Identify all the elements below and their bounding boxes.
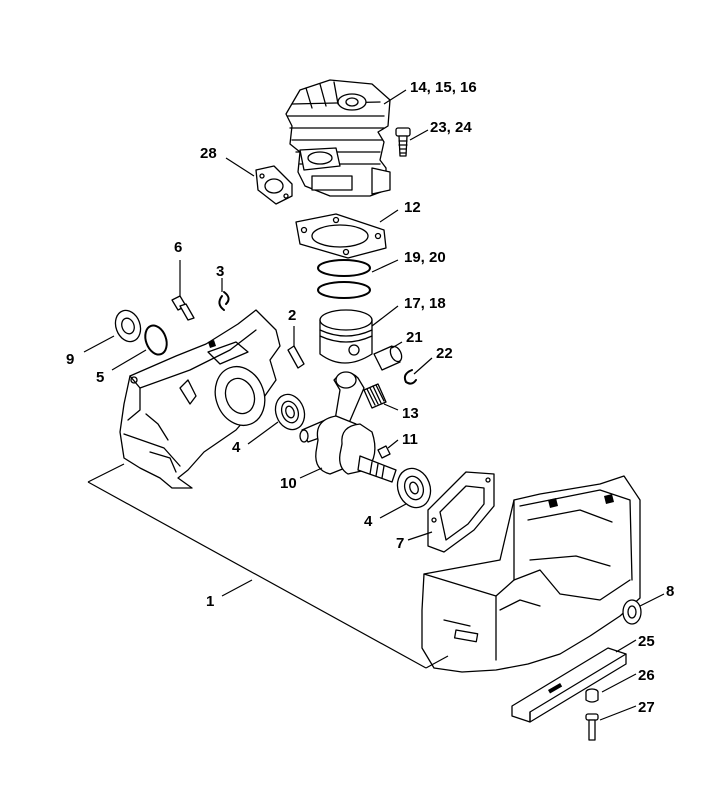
callout-23-24: 23, 24 [430,119,472,136]
callout-4-left: 4 [232,439,241,456]
callout-7: 7 [396,535,404,552]
callout-22: 22 [436,345,453,362]
callout-14-15-16: 14, 15, 16 [410,79,477,96]
callout-25: 25 [638,633,655,650]
callout-19-20: 19, 20 [404,249,446,266]
crankshaft [299,371,397,483]
piston-rings [317,259,371,299]
callout-6: 6 [174,239,182,256]
leader-lines [83,89,665,721]
callout-12: 12 [404,199,421,216]
cylinder [285,79,391,197]
spring-clip [218,291,230,311]
oil-seal-right [622,599,642,625]
ball-bearing-left [274,393,306,431]
retaining-ring [144,324,168,356]
spacer-sleeve [585,688,599,703]
callout-11: 11 [402,431,418,448]
callout-8: 8 [666,583,674,600]
callout-27: 27 [638,699,655,716]
callout-28: 28 [200,145,217,162]
callout-17-18: 17, 18 [404,295,446,312]
dowel-pin [287,345,305,369]
crankcase-left-half [119,309,281,489]
callout-9: 9 [66,351,74,368]
callout-21: 21 [406,329,423,346]
callout-10: 10 [280,475,297,492]
oil-seal-left [114,309,142,343]
cylinder-base-gasket [295,213,387,259]
needle-cage [363,383,387,409]
callout-1: 1 [206,593,214,610]
woodruff-key [377,445,391,459]
crankcase-gasket [427,471,495,553]
intake-gasket [255,165,293,205]
callout-3: 3 [216,263,224,280]
callout-labels: 14, 15, 16 23, 24 28 12 19, 20 17, 18 21… [66,79,674,716]
circlip [403,369,417,385]
callout-2: 2 [288,307,296,324]
ball-bearing-right [396,467,432,509]
support-screw [585,713,599,741]
callout-13: 13 [402,405,419,422]
piston [319,309,373,364]
callout-26: 26 [638,667,655,684]
hex-screw [171,295,195,321]
cylinder-screw [395,127,411,157]
callout-4-right: 4 [364,513,373,530]
rubber-support [511,647,627,723]
callout-5: 5 [96,369,104,386]
piston-pin [373,345,403,371]
